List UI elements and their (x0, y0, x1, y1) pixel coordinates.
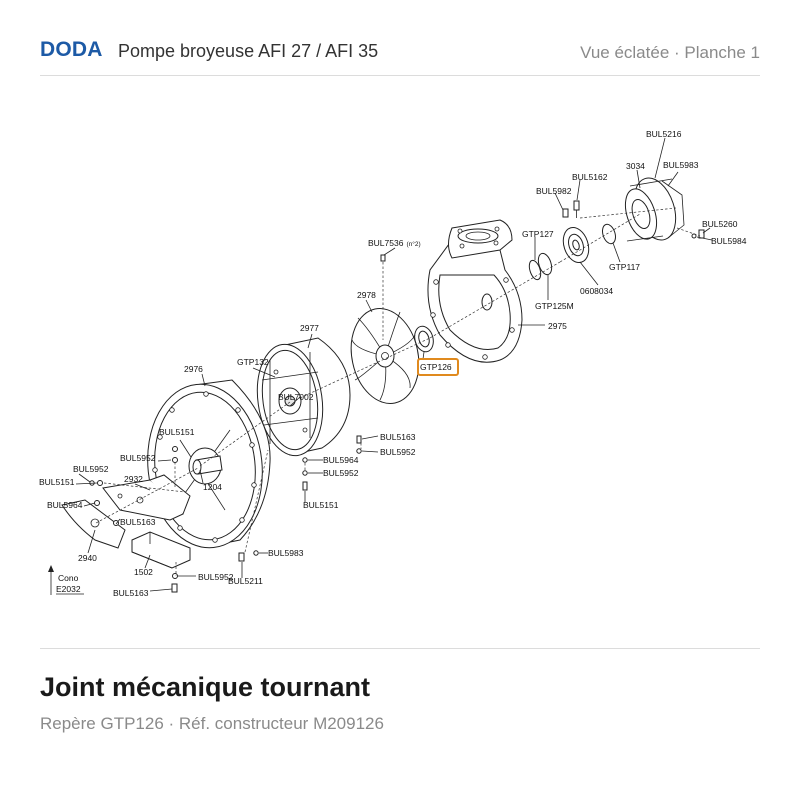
gtp126-highlight-box[interactable] (417, 358, 459, 376)
header-divider (40, 75, 760, 76)
part-2977-motor-housing[interactable] (251, 337, 351, 460)
label-gtp132: GTP132 (237, 357, 269, 367)
label-bul5982: BUL5982 (536, 186, 572, 196)
cono-arrow-icon (48, 565, 54, 595)
label-bul5952-c: BUL5952 (198, 572, 234, 582)
part-gtp125m-seal[interactable] (536, 252, 554, 277)
label-gtp126[interactable]: GTP126 (420, 362, 452, 372)
washer-bul5952-center-b[interactable] (302, 470, 308, 476)
label-bul5964-b: BUL5964 (323, 455, 359, 465)
washer-bul5964-center[interactable] (302, 457, 308, 463)
label-2975: 2975 (548, 321, 567, 331)
screw-bul5162[interactable] (573, 200, 580, 218)
label-bul5983-top: BUL5983 (663, 160, 699, 170)
label-bul5163-c: BUL5163 (380, 432, 416, 442)
label-bul5151-a: BUL5151 (159, 427, 195, 437)
footer-divider (40, 648, 760, 649)
part-2978-impeller[interactable] (343, 302, 428, 410)
label-gtp127: GTP127 (522, 229, 554, 239)
part-1502-bracket[interactable] (131, 531, 191, 569)
label-1502: 1502 (134, 567, 153, 577)
label-bul7002: BUL7002 (278, 392, 314, 402)
washer-bul5952-bottom[interactable] (172, 573, 178, 579)
label-bul5984: BUL5984 (711, 236, 747, 246)
label-2940: 2940 (78, 553, 97, 563)
screw-bul5151-left[interactable] (97, 480, 103, 486)
label-cono: Cono (58, 573, 79, 583)
part-gtp126-mechanical-seal[interactable] (412, 324, 436, 354)
part-gtp117-seal[interactable] (600, 223, 618, 246)
label-1204: 1204 (203, 482, 222, 492)
header: DODA Pompe broyeuse AFI 27 / AFI 35 Vue … (0, 0, 800, 76)
screw-bul5211[interactable] (238, 552, 245, 562)
label-2932: 2932 (124, 474, 143, 484)
screw-bul5260[interactable] (698, 229, 705, 239)
label-bul5162: BUL5162 (572, 172, 608, 182)
screw-bul5163-left[interactable] (113, 520, 119, 526)
part-2932-blade-holder[interactable] (102, 474, 191, 521)
brand-logo: DODA (40, 38, 103, 61)
label-3034: 3034 (626, 161, 645, 171)
screw-bul5163-center[interactable] (356, 435, 362, 444)
screw-bul5151-top[interactable] (172, 446, 178, 452)
selected-part-ref: Repère GTP126 · Réf. constructeur M20912… (40, 714, 384, 733)
label-2978: 2978 (357, 290, 376, 300)
label-bul5216: BUL5216 (646, 129, 682, 139)
screw-bul5151-center[interactable] (302, 481, 308, 491)
label-bul5151-c: BUL5151 (303, 500, 339, 510)
washer-bul5952-center[interactable] (356, 448, 362, 454)
part-gtp127-seal[interactable] (527, 259, 543, 281)
label-bul5952-b: BUL5952 (73, 464, 109, 474)
label-bul5952-a: BUL5952 (120, 453, 156, 463)
label-bul5163-b: BUL5163 (113, 588, 149, 598)
screw-bul7536[interactable] (380, 254, 386, 262)
label-bul5163-a: BUL5163 (120, 517, 156, 527)
screw-bul5982[interactable] (562, 208, 569, 218)
label-0608034: 0608034 (580, 286, 613, 296)
part-2975-pump-casing[interactable] (427, 219, 523, 363)
washer-bul5964-left[interactable] (94, 500, 100, 506)
label-bul5952-e: BUL5952 (323, 468, 359, 478)
label-bul5952-d: BUL5952 (380, 447, 416, 457)
label-gtp117: GTP117 (609, 262, 640, 272)
washer-bul5983[interactable] (253, 550, 259, 556)
label-bul7536: BUL7536(n°2) (368, 238, 421, 248)
label-e2032: E2032 (56, 584, 81, 594)
sheet-label: Vue éclatée · Planche 1 (580, 43, 760, 62)
document-title: Pompe broyeuse AFI 27 / AFI 35 (118, 41, 379, 61)
exploded-view-svg: BUL5216 3034 BUL5983 BUL5162 BUL5982 BUL… (39, 129, 747, 598)
label-bul5964-a: BUL5964 (47, 500, 83, 510)
label-2976: 2976 (184, 364, 203, 374)
selected-part-name: Joint mécanique tournant (40, 672, 371, 702)
label-bul5211: BUL5211 (228, 576, 263, 586)
screw-bul5163-bottom[interactable] (171, 583, 178, 593)
label-gtp125m: GTP125M (535, 301, 574, 311)
exploded-view-diagram: BUL5216 3034 BUL5983 BUL5162 BUL5982 BUL… (0, 77, 800, 647)
part-3034-cover[interactable] (620, 173, 685, 246)
label-bul5260: BUL5260 (702, 219, 738, 229)
washer-bul5952-top[interactable] (172, 457, 178, 463)
label-bul5983-b: BUL5983 (268, 548, 304, 558)
label-2977: 2977 (300, 323, 319, 333)
label-bul5151-b: BUL5151 (39, 477, 75, 487)
part-2940-cutting-blade[interactable] (61, 499, 126, 549)
